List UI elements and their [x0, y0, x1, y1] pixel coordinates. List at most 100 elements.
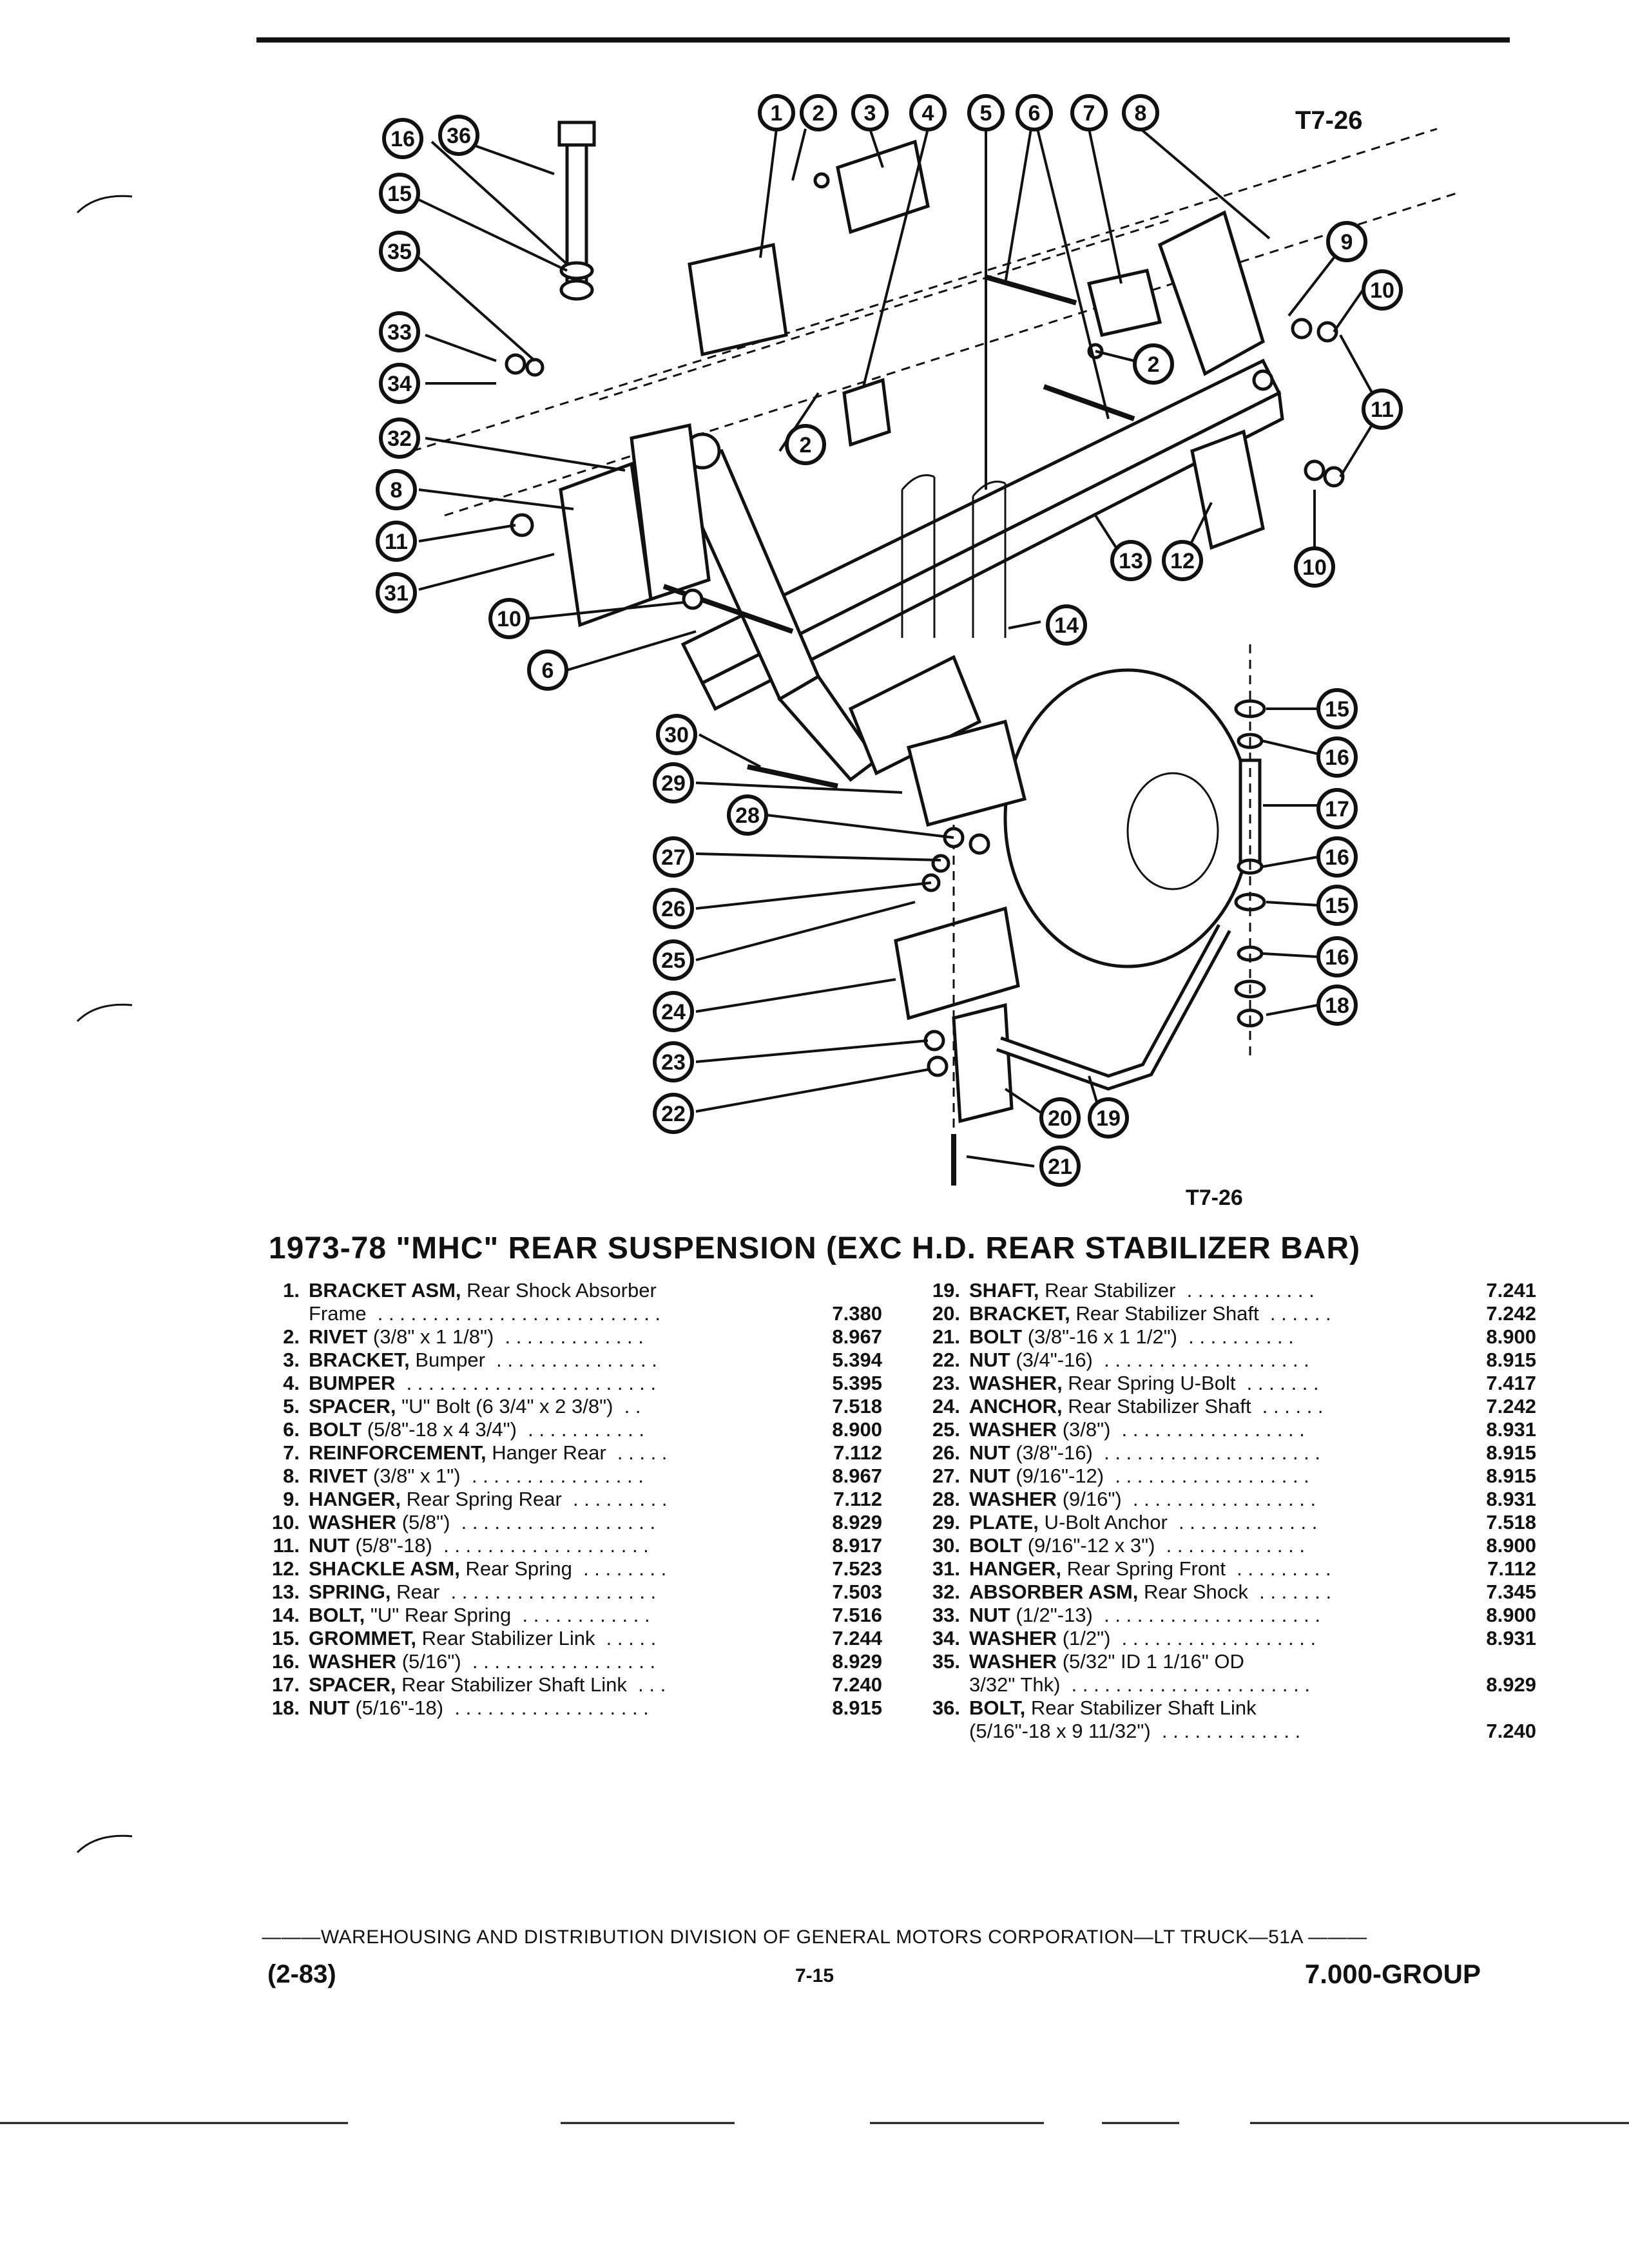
svg-text:5: 5 — [980, 101, 992, 126]
parts-row: 29.PLATE, U-Bolt Anchor . . . . . . . . … — [899, 1511, 1536, 1534]
callout-3: 3 — [851, 94, 889, 131]
part-name: BOLT, — [309, 1604, 365, 1626]
svg-text:2: 2 — [813, 101, 825, 126]
part-number: 9. — [283, 1488, 300, 1510]
callout-15b: 15 — [1316, 688, 1358, 729]
callout-10: 10 — [488, 598, 530, 639]
svg-text:20: 20 — [1048, 1106, 1072, 1131]
part-number: 30. — [932, 1534, 960, 1557]
part-code: 7.503 — [832, 1581, 882, 1603]
svg-text:10: 10 — [497, 607, 521, 631]
callout-35: 35 — [379, 231, 420, 272]
svg-text:3: 3 — [864, 101, 876, 126]
exploded-suspension-diagram: 1 2 3 4 5 6 7 8 16 36 15 35 33 34 32 8 1… — [376, 94, 1457, 1187]
part-code: 8.900 — [1486, 1325, 1536, 1348]
svg-text:16: 16 — [1325, 845, 1349, 870]
part-code: 7.112 — [1487, 1557, 1536, 1580]
part-name: WASHER — [969, 1650, 1057, 1673]
part-name: REINFORCEMENT, — [309, 1441, 487, 1464]
part-spec: Rear Stabilizer Shaft . . . . . . — [1070, 1302, 1331, 1325]
part-spec: Bumper . . . . . . . . . . . . . . . — [409, 1349, 657, 1371]
part-code: 7.242 — [1486, 1395, 1536, 1418]
part-code: 7.518 — [1486, 1511, 1536, 1533]
part-code: 7.380 — [832, 1302, 882, 1325]
svg-text:16: 16 — [1325, 745, 1349, 770]
part-number: 1. — [283, 1279, 300, 1302]
parts-row: 6.BOLT (5/8"-18 x 4 3/4") . . . . . . . … — [238, 1418, 882, 1441]
parts-row: 16.WASHER (5/16") . . . . . . . . . . . … — [238, 1650, 882, 1673]
part-description: REINFORCEMENT, Hanger Rear . . . . . — [309, 1441, 811, 1465]
part-number: 11. — [273, 1534, 300, 1557]
parts-row: 27.NUT (9/16"-12) . . . . . . . . . . . … — [899, 1465, 1536, 1488]
parts-row: 32.ABSORBER ASM, Rear Shock . . . . . . … — [899, 1581, 1536, 1604]
callout-2c: 2 — [785, 424, 826, 465]
footer-page-number: 7-15 — [795, 1965, 834, 1986]
part-number: 5. — [283, 1395, 300, 1418]
part-name: NUT — [969, 1441, 1010, 1464]
part-name: WASHER — [969, 1627, 1057, 1649]
part-spec: (3/8"-16 x 1 1/2") . . . . . . . . . . — [1022, 1325, 1294, 1348]
part-name: RIVET — [309, 1325, 368, 1348]
callout-13: 13 — [1110, 540, 1152, 581]
part-description: RIVET (3/8" x 1") . . . . . . . . . . . … — [309, 1465, 811, 1488]
svg-text:8: 8 — [1135, 101, 1147, 126]
callout-26: 26 — [653, 888, 694, 929]
part-description: BRACKET, Bumper . . . . . . . . . . . . … — [309, 1349, 811, 1372]
part-description: GROMMET, Rear Stabilizer Link . . . . . — [309, 1627, 811, 1650]
part-number: 10. — [271, 1511, 300, 1533]
part-code: 5.395 — [832, 1372, 882, 1394]
part-number: 12. — [271, 1557, 300, 1580]
part-spec: (5/32" ID 1 1/16" OD — [1057, 1650, 1244, 1673]
callout-11b: 11 — [1362, 389, 1403, 430]
parts-row: 20.BRACKET, Rear Stabilizer Shaft . . . … — [899, 1302, 1536, 1325]
part-code: 8.931 — [1486, 1627, 1536, 1649]
callout-15: 15 — [379, 173, 420, 214]
callout-11: 11 — [376, 521, 417, 562]
page-title: 1973-78 "MHC" REAR SUSPENSION (EXC H.D. … — [268, 1231, 1361, 1265]
parts-row: 18.NUT (5/16"-18) . . . . . . . . . . . … — [238, 1696, 882, 1720]
part-spec-continued: 3/32" Thk) . . . . . . . . . . . . . . .… — [969, 1673, 1310, 1696]
svg-text:6: 6 — [1028, 101, 1041, 126]
callout-29: 29 — [653, 762, 694, 803]
svg-text:32: 32 — [387, 427, 412, 451]
svg-text:22: 22 — [661, 1102, 686, 1126]
part-number: 20. — [932, 1302, 960, 1325]
callout-16b: 16 — [1316, 736, 1358, 778]
part-number: 6. — [283, 1418, 300, 1441]
part-description: BOLT, "U" Rear Spring . . . . . . . . . … — [309, 1604, 811, 1627]
part-description: WASHER (3/8") . . . . . . . . . . . . . … — [969, 1418, 1465, 1441]
svg-text:23: 23 — [661, 1050, 686, 1075]
part-description: BUMPER . . . . . . . . . . . . . . . . .… — [309, 1372, 811, 1395]
part-description: SPRING, Rear . . . . . . . . . . . . . .… — [309, 1581, 811, 1604]
callout-8: 8 — [1122, 94, 1159, 131]
part-spec: (5/16"-18) . . . . . . . . . . . . . . .… — [349, 1696, 649, 1719]
callout-32: 32 — [379, 418, 420, 459]
parts-row: 2.RIVET (3/8" x 1 1/8") . . . . . . . . … — [238, 1325, 882, 1349]
svg-text:29: 29 — [661, 771, 686, 796]
part-name: SHACKLE ASM, — [309, 1557, 460, 1580]
parts-row: 33.NUT (1/2"-13) . . . . . . . . . . . .… — [899, 1604, 1536, 1627]
part-spec: Rear Stabilizer Shaft Link — [1025, 1696, 1257, 1719]
part-number: 31. — [932, 1557, 960, 1580]
part-name: NUT — [969, 1349, 1010, 1371]
part-number: 7. — [283, 1441, 300, 1464]
part-number: 18. — [271, 1696, 300, 1719]
svg-text:9: 9 — [1341, 230, 1353, 255]
part-spec-continued: Frame . . . . . . . . . . . . . . . . . … — [309, 1302, 661, 1325]
svg-text:35: 35 — [387, 240, 412, 264]
figure-label-top: T7-26 — [1295, 106, 1363, 135]
part-description: WASHER (5/8") . . . . . . . . . . . . . … — [309, 1511, 811, 1534]
part-number: 35. — [932, 1650, 960, 1673]
part-name: HANGER, — [309, 1488, 401, 1510]
parts-list-right: 19.SHAFT, Rear Stabilizer . . . . . . . … — [899, 1279, 1536, 1743]
svg-text:2: 2 — [800, 433, 812, 457]
part-number: 8. — [283, 1465, 300, 1487]
footer-division: ———WAREHOUSING AND DISTRIBUTION DIVISION… — [262, 1927, 1367, 1948]
part-spec: Rear Shock . . . . . . . — [1138, 1581, 1332, 1603]
callout-7: 7 — [1070, 94, 1108, 131]
